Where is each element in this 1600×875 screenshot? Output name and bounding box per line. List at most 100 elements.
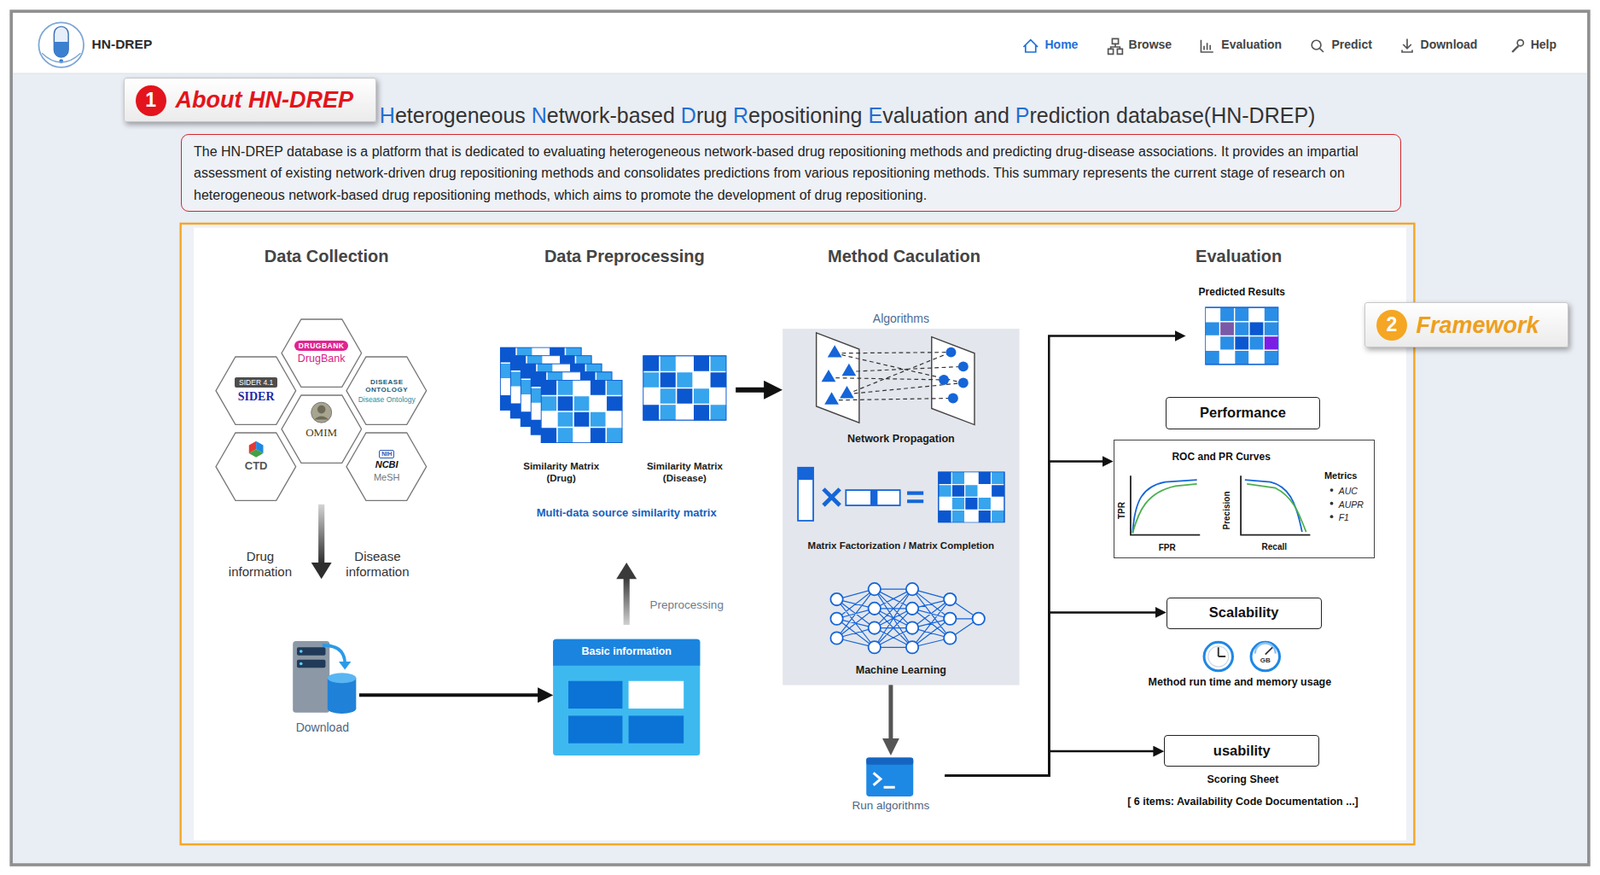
neural-network-figure <box>868 582 881 595</box>
neural-network-figure <box>906 621 919 634</box>
node-text: Help <box>1530 37 1583 53</box>
site-logo <box>38 22 84 68</box>
flow-arrow <box>359 692 543 697</box>
page-title: a <box>973 103 986 128</box>
text-slot: Home <box>1044 37 1111 53</box>
node-text: Home <box>1044 37 1111 53</box>
node-text: TPR <box>1117 501 1128 519</box>
hexagon-outline <box>215 432 297 501</box>
database-logos <box>317 405 326 414</box>
nav-icons <box>1108 38 1123 54</box>
page-title: Network-based <box>531 103 681 128</box>
node-text: DrugBank <box>297 352 346 366</box>
terminal-icon <box>873 772 896 787</box>
terminal-icon <box>866 756 914 796</box>
roc-pr-plots <box>1246 483 1306 532</box>
similarity-matrix: Similarity Matrix (Disease) <box>634 349 737 487</box>
preprocessing-arrow <box>616 562 637 579</box>
text-slot: AUC <box>1338 485 1374 497</box>
metric-box: Scalability <box>1166 597 1322 629</box>
source-hexagon: OMIM <box>280 394 363 464</box>
download-icon <box>292 640 330 713</box>
roc-pr-plots <box>1130 475 1200 535</box>
column-heading: Data Collection <box>214 245 439 267</box>
text-slot: ROC and PR Curves <box>1144 450 1298 463</box>
source-hexagon: DISEASE ONTOLOGYDisease Ontology <box>345 355 428 425</box>
source-hexagon: SIDER 4.1SIDER <box>215 355 297 425</box>
network-propagation-figure <box>816 332 975 425</box>
nav-icons <box>1512 46 1519 53</box>
nav-icons <box>1517 40 1524 47</box>
flow-arrow <box>944 750 1157 776</box>
download-icon <box>296 646 326 656</box>
flow-note: Disease information <box>337 548 419 580</box>
algorithm-panel-ground <box>782 328 1019 685</box>
text-slot: Run algorithms <box>837 798 946 813</box>
roc-pr-plots <box>1130 475 1333 535</box>
download-icon <box>338 661 351 670</box>
scalability-icons <box>1204 641 1233 670</box>
node-text: Download <box>285 720 360 735</box>
node-text: HN-DREP <box>92 36 215 53</box>
preprocessing-arrow <box>623 577 630 625</box>
matrix-factorization-figure <box>797 467 1005 524</box>
similarity-matrices <box>541 379 623 443</box>
basic-info-card <box>552 639 700 666</box>
download-icon <box>292 640 356 714</box>
framework-frame <box>193 227 1407 841</box>
similarity-matrices <box>500 347 727 443</box>
text-slot: Predicted Results <box>1186 285 1299 298</box>
node-text: DRUGBANK <box>294 340 350 351</box>
terminal-icon <box>866 756 914 796</box>
matrix-factorization-figure <box>797 467 814 521</box>
label-slot: Multi-data source similarity matrix <box>489 506 763 520</box>
text-slot: About HN-DREP <box>174 86 373 114</box>
neural-network-figure <box>868 621 881 634</box>
page-title: nd <box>985 103 1016 128</box>
hexagon-outline <box>281 319 362 387</box>
text-slot: FPR <box>1136 542 1199 553</box>
roc-panel: ROC and PR CurvesTPRFPRPrecisionRecallMe… <box>1113 439 1375 559</box>
basic-info-card <box>628 680 685 709</box>
matrix-factorization-figure <box>797 467 814 480</box>
database-logos <box>314 415 329 419</box>
algorithm-panel-ground <box>782 328 1019 685</box>
page-title: eterogeneous <box>395 103 532 128</box>
page-frame <box>13 73 1588 75</box>
source-hexagon: CTD <box>215 431 297 501</box>
neural-network-figure <box>906 640 919 653</box>
neural-network-figure <box>830 631 843 644</box>
column-heading: Data Preprocessing <box>501 245 747 267</box>
page-title: rediction <box>1029 103 1117 128</box>
text-slot: AUPR <box>1338 499 1374 511</box>
node-text: NIH <box>378 449 395 459</box>
algorithm-panel: AlgorithmsNetwork PropagationMatrix Fact… <box>782 328 1019 685</box>
network-propagation-figure <box>948 392 959 403</box>
scalability-icons <box>1208 645 1229 667</box>
node-text: Network Propagation <box>782 432 1019 446</box>
basic-info-card <box>568 715 623 743</box>
download-icon <box>327 703 356 714</box>
text-slot: TPR <box>1091 500 1153 517</box>
nav-icons <box>1311 40 1321 50</box>
hexagon-outline <box>281 395 362 463</box>
preprocessing-arrow <box>616 562 637 625</box>
node-text: Disease Ontology <box>358 395 416 404</box>
collection-arrow <box>311 562 332 579</box>
node-text: usability <box>1213 742 1271 760</box>
page-title: R <box>733 103 749 128</box>
neural-network-figure <box>830 582 985 654</box>
page-title: P <box>1015 103 1030 128</box>
matrix-factorization-figure <box>845 489 900 506</box>
node-text: 2 <box>1385 313 1397 338</box>
label-slot: Scoring Sheet <box>1163 773 1323 786</box>
basic-info-card <box>552 639 700 756</box>
site-logo <box>53 41 69 58</box>
matrix-factorization-figure <box>907 493 924 502</box>
page-title: database(HN-DREP) <box>1116 103 1315 128</box>
label-slot: Data Preprocessing <box>501 245 747 267</box>
flow-arrow <box>944 611 1158 775</box>
